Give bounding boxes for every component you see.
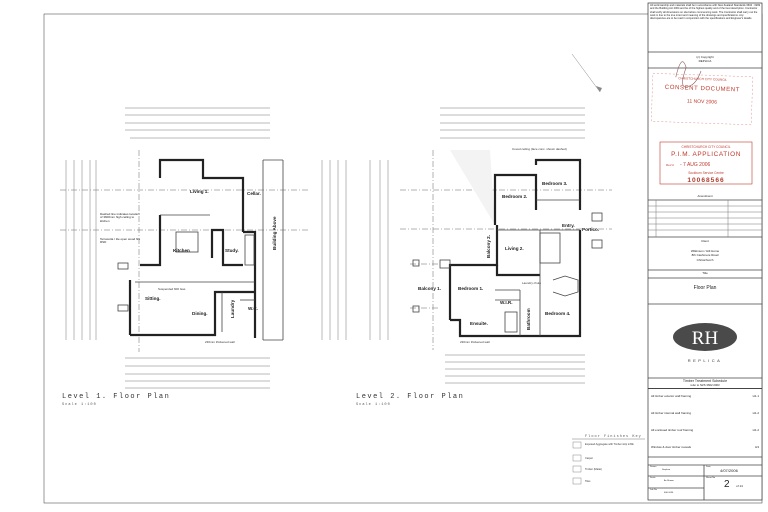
level2-floor-plan: Bedroom 3. Bedroom 2. Entry. Portico. Ba…: [321, 107, 612, 407]
timber-ref: refer to NZS 3602:2003: [648, 383, 762, 389]
svg-text:CHRISTCHURCH CITY COUNCIL: CHRISTCHURCH CITY COUNCIL: [678, 76, 727, 82]
pim-stamp: CHRISTCHURCH CITY COUNCIL P.I.M. APPLICA…: [659, 141, 753, 185]
finishes-heading: Floor Finishes Key: [585, 434, 642, 439]
room-label-entry: Entry.: [562, 223, 575, 228]
copyright-text: (c) Copyright: [696, 55, 714, 59]
room-label-wir: W.I.R.: [500, 300, 513, 305]
coved-ceiling-note: Coved ceiling (face conc. shown dashed): [512, 147, 567, 151]
room-label-laundry: Laundry: [230, 299, 235, 318]
building-above-label: Building Above: [272, 216, 277, 250]
room-label-living2: Living 2.: [505, 246, 524, 251]
room-label-study: Study.: [225, 248, 239, 253]
room-label-portico: Portico.: [582, 227, 599, 232]
room-label-ensuite: Ensuite.: [470, 321, 488, 326]
room-label-living1: Living 1.: [190, 189, 209, 194]
level1-title: Level 1. Floor Plan: [62, 393, 170, 401]
thickened-wall-note: 230mm thickened wall: [205, 340, 235, 344]
copyright-owner: REPLICA: [698, 59, 712, 63]
fire-note: Terracotta / tile open wood fire RSD: [100, 238, 141, 245]
laundry-chute-label: Laundry chute: [522, 281, 541, 285]
north-arrow-icon: [571, 53, 602, 93]
client-label: Client: [701, 239, 709, 243]
level2-title: Level 2. Floor Plan: [356, 393, 464, 401]
room-label-bedroom2: Bedroom 2.: [502, 194, 527, 199]
pim-date: - 7 AUG 2006: [680, 162, 711, 168]
finish-item: Carpet: [585, 456, 593, 460]
room-label-cellar: Cellar.: [247, 191, 261, 196]
level1-floor-plan: Living 1. Cellar. Kitchen Study. Sitting…: [60, 107, 310, 407]
amendment-table: [648, 200, 762, 237]
level1-scale: Scale 1:100: [62, 402, 97, 407]
drawing-title: Floor Plan: [693, 285, 717, 291]
footer-sheet: Sheet No 2 of 14: [706, 477, 743, 490]
timber-heading: Timber Treatment Schedule: [682, 379, 728, 383]
logo-mark: RH: [692, 328, 719, 349]
pim-title: P.I.M. APPLICATION: [671, 151, 741, 158]
thickened-wall-note-2: 230mm thickened wall: [460, 340, 490, 344]
general-notes: All workmanship and materials shall be i…: [650, 4, 761, 21]
client-city: Christchurch: [696, 257, 714, 262]
gas-note: Suspended 600 Gas: [158, 287, 186, 291]
level1-dimension-lines: [60, 107, 310, 389]
level2-dimension-lines: [321, 107, 612, 384]
room-label-bedroom1: Bedroom 1.: [458, 286, 483, 291]
sheet-total: of 14: [736, 484, 743, 488]
room-label-bedroom3: Bedroom 3.: [542, 181, 567, 186]
consent-document-title: CONSENT DOCUMENT: [665, 85, 740, 94]
consent-date: 11 NOV 2006: [687, 99, 717, 106]
finish-item: Exposed Aggregate with Timber strip infi…: [585, 442, 634, 446]
sheet-number: 2: [724, 479, 730, 490]
room-label-balcony2: Balcony 2.: [486, 235, 491, 258]
timber-treatment-schedule: Timber Treatment Schedule refer to NZS 3…: [648, 379, 762, 457]
amendments-label: Amendment: [697, 194, 713, 198]
level2-scale: Scale 1:100: [356, 402, 391, 407]
room-label-balcony1: Balcony 1.: [418, 286, 441, 291]
room-label-dining: Dining.: [192, 311, 208, 316]
finish-item: Tiles: [585, 479, 591, 483]
room-label-wc: W.C.: [248, 306, 258, 311]
rh-replica-logo: RH REPLICA: [673, 323, 737, 363]
title-label: Title: [702, 271, 708, 275]
client-address: 8th Cashmere Road: [691, 253, 719, 257]
ceiling-note: Dashed line indicates location of 3600mm…: [100, 213, 140, 223]
level2-walls: [412, 158, 603, 338]
consent-stamp: CHRISTCHURCH CITY COUNCIL CONSENT DOCUME…: [651, 61, 754, 126]
svg-text:Rec'd: Rec'd: [666, 163, 674, 167]
signature: [675, 61, 702, 88]
level1-walls: [117, 158, 284, 341]
room-label-sitting: Sitting.: [145, 296, 161, 301]
svg-text:Sockburn Service Centre: Sockburn Service Centre: [688, 171, 724, 175]
pim-number: 10068566: [687, 177, 724, 184]
room-label-bedroom4: Bedroom 4.: [545, 311, 570, 316]
room-label-kitchen: Kitchen: [173, 248, 190, 253]
logo-name: REPLICA: [688, 358, 723, 363]
copyright-block: (c) Copyright REPLICA: [648, 55, 762, 63]
floor-finishes-key: Floor Finishes Key Exposed Aggregate wit…: [572, 434, 645, 485]
client-name: Wilkinson / Hill Home: [690, 248, 720, 253]
client-block: Client Wilkinson / Hill Home 8th Cashmer…: [648, 239, 762, 262]
finish-item: Timber (Matai): [585, 467, 602, 471]
room-label-bathroom: Bathroom: [526, 308, 531, 330]
svg-text:CHRISTCHURCH CITY COUNCIL: CHRISTCHURCH CITY COUNCIL: [682, 145, 731, 149]
title-block: [647, 2, 763, 501]
